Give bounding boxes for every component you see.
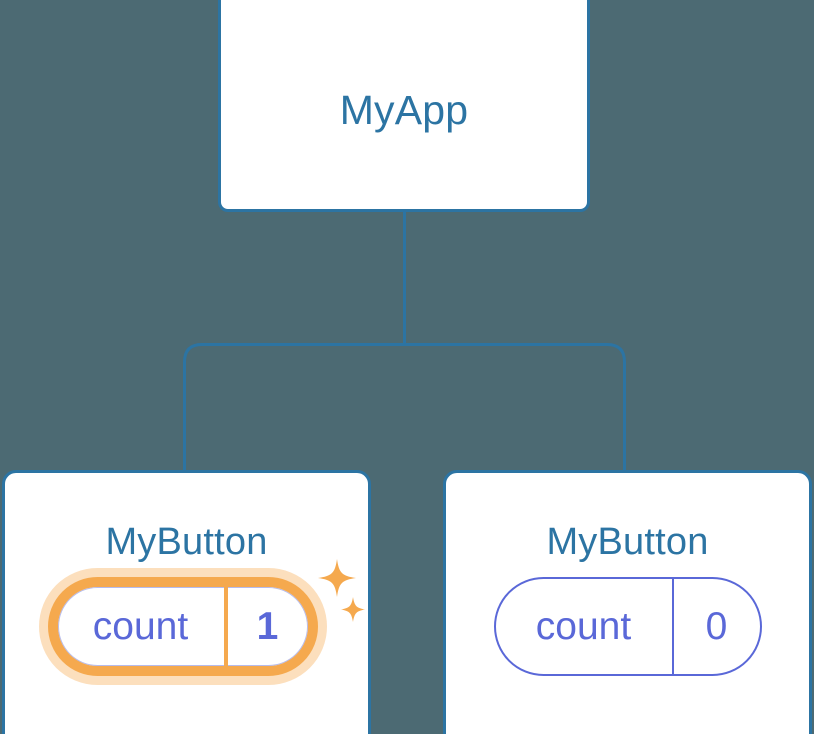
state-pill-wrap-left: count 1 bbox=[5, 559, 368, 676]
node-card-mybutton-right[interactable]: MyButton count 0 bbox=[443, 470, 812, 734]
node-card-myapp[interactable]: MyApp bbox=[218, 0, 590, 212]
sparkle-small-icon bbox=[340, 597, 365, 622]
connector-branch-right bbox=[404, 343, 626, 470]
connector-branch-left bbox=[183, 343, 405, 470]
state-pill-right[interactable]: count 0 bbox=[493, 577, 762, 676]
node-title-mybutton-left: MyButton bbox=[105, 521, 268, 563]
state-pill-left[interactable]: count 1 bbox=[47, 577, 318, 676]
node-card-mybutton-left[interactable]: MyButton count 1 bbox=[2, 470, 371, 734]
state-pill-wrap-right: count 0 bbox=[446, 577, 809, 676]
state-key-left: count bbox=[92, 605, 189, 648]
sparkle-group-left bbox=[317, 559, 365, 622]
node-title-mybutton-right: MyButton bbox=[546, 521, 709, 563]
node-title-myapp: MyApp bbox=[339, 87, 469, 133]
state-value-right: 0 bbox=[671, 579, 760, 674]
sparkle-large-icon bbox=[317, 559, 356, 597]
state-value-left: 1 bbox=[223, 587, 308, 666]
state-key-right: count bbox=[535, 605, 632, 648]
